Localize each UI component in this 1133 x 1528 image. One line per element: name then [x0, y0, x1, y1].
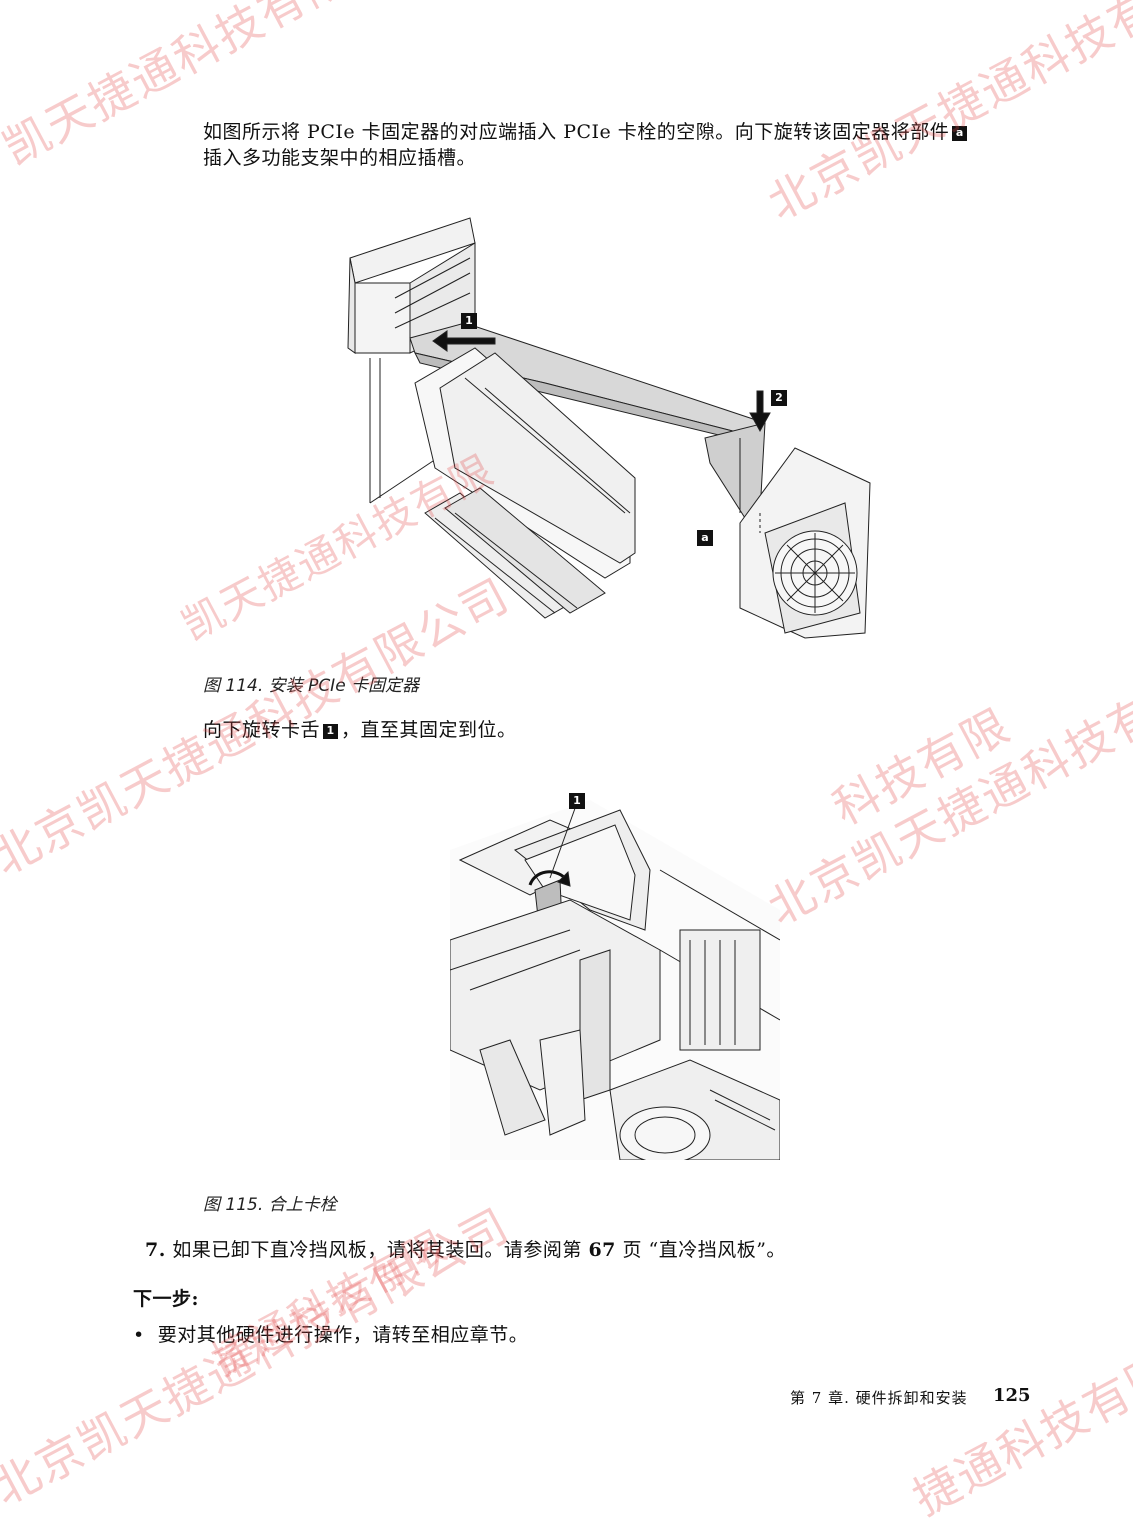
intro-paragraph: 如图所示将 PCIe 卡固定器的对应端插入 PCIe 卡栓的空隙。向下旋转该固定… [203, 119, 1033, 171]
figure-115-caption: 图 115. 合上卡栓 [203, 1195, 337, 1215]
step-7-text-after: 页 “直冷挡风板”。 [622, 1239, 786, 1261]
figure-115-label-1: 1 [569, 793, 585, 809]
figure-114-caption: 图 114. 安装 PCIe 卡固定器 [203, 676, 420, 696]
step-7: 7. 如果已卸下直冷挡风板，请将其装回。请参阅第 67 页 “直冷挡风板”。 [145, 1237, 786, 1263]
next-step-heading: 下一步: [133, 1288, 200, 1310]
bullet-dot: • [133, 1324, 158, 1346]
figure-114-label-a: a [697, 530, 713, 546]
figure-114-label-1: 1 [461, 313, 477, 329]
next-step-bullet: • 要对其他硬件进行操作，请转至相应章节。 [133, 1322, 528, 1348]
watermark: 北京凯天捷通科技有限 [759, 662, 1133, 936]
rotate-text-1: 向下旋转卡舌 [203, 719, 321, 741]
step-7-number: 7. [145, 1239, 166, 1261]
figure-115-illustration: 1 [450, 790, 780, 1160]
callout-badge-1: 1 [323, 723, 339, 739]
figure-114-label-2: 2 [771, 390, 787, 406]
intro-text-2: 插入多功能支架中的相应插槽。 [203, 147, 477, 169]
footer-chapter: 第 7 章. 硬件拆卸和安装 [790, 1389, 968, 1407]
intro-text-1: 如图所示将 PCIe 卡固定器的对应端插入 PCIe 卡栓的空隙。向下旋转该固定… [203, 121, 950, 143]
page-number: 125 [993, 1385, 1031, 1406]
step-7-text: 如果已卸下直冷挡风板，请将其装回。请参阅第 [172, 1239, 582, 1261]
callout-badge-a: a [952, 125, 968, 141]
rotate-text-2: ，直至其固定到位。 [341, 719, 517, 741]
next-step-bullet-text: 要对其他硬件进行操作，请转至相应章节。 [157, 1324, 529, 1346]
watermark: 捷通科技有限 [904, 1342, 1133, 1526]
watermark: 北京凯天捷通科技有限 [759, 0, 1133, 231]
figure-114-illustration: 1 2 a [345, 213, 875, 643]
watermark: 科技有限 [824, 697, 1020, 836]
step-7-page-link[interactable]: 67 [588, 1239, 616, 1261]
